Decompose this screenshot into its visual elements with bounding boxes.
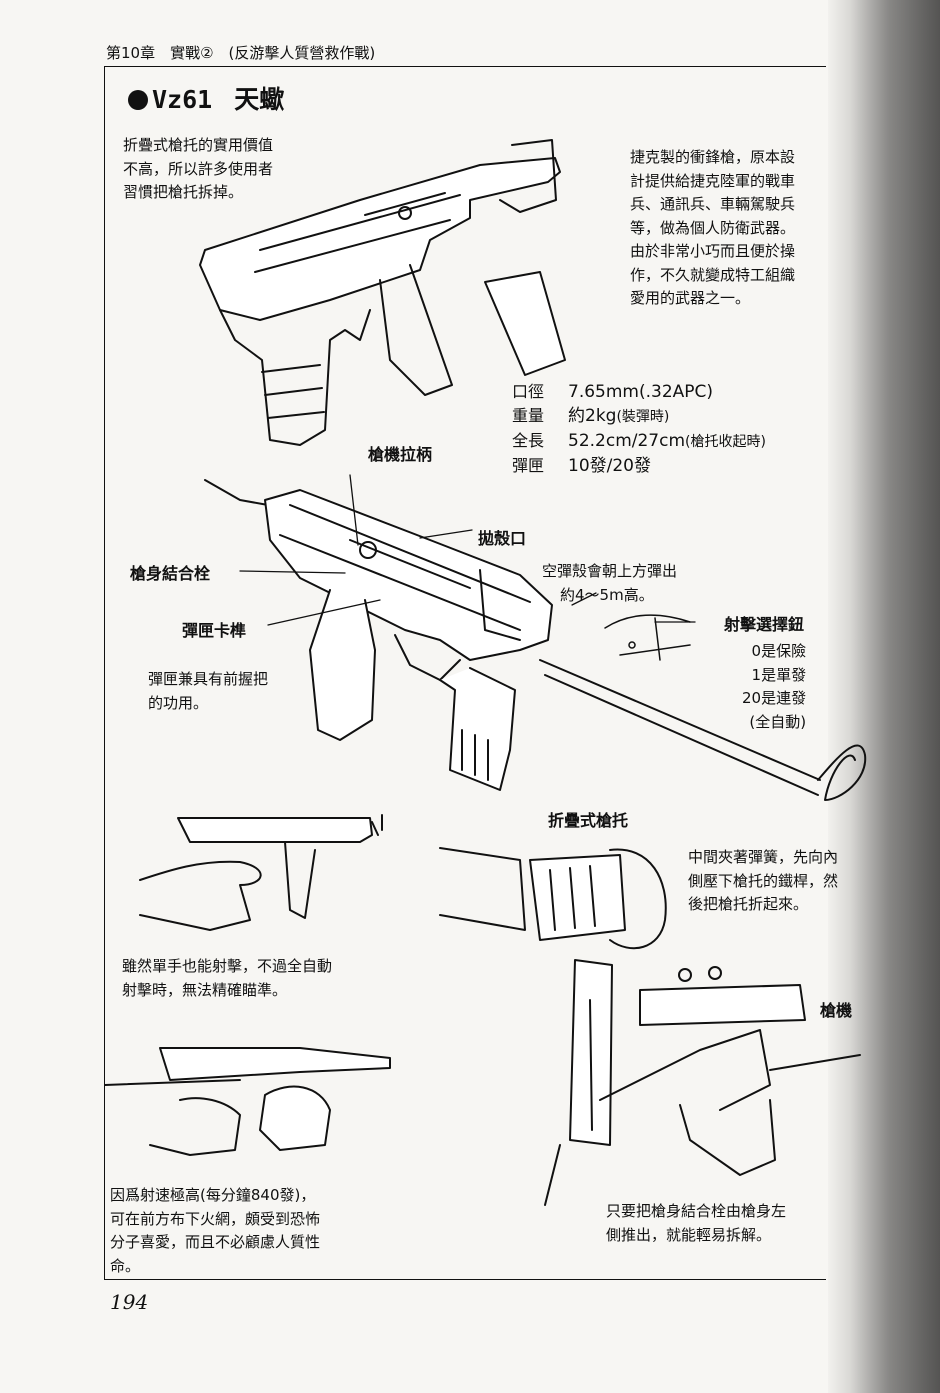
mag-note: 彈匣兼具有前握把 的功用。 <box>148 668 268 715</box>
spec-sub: (槍托收起時) <box>685 434 766 450</box>
stock-fold-note: 中間夾著彈簧，先向內 側壓下槍托的鐵桿，然 後把槍托折起來。 <box>688 846 838 917</box>
page-number: 194 <box>110 1290 149 1314</box>
text-line: 兵、通訊兵、車輛駕駛兵 <box>630 195 796 213</box>
intro-text: 捷克製的衝鋒槍，原本設 計提供給捷克陸軍的戰車 兵、通訊兵、車輛駕駛兵 等，做為… <box>630 146 795 311</box>
chapter-header: 第10章 實戰② (反游擊人質營救作戰) <box>106 44 376 62</box>
selector-modes: 0是保險 1是單發 20是連發 (全自動) <box>742 640 806 734</box>
one-hand-note: 雖然單手也能射擊，不過全自動 射擊時，無法精確瞄準。 <box>122 955 332 1002</box>
text-line: 約4～5m高。 <box>560 585 654 604</box>
disassembly-illustration <box>544 959 861 1206</box>
label-body-pin: 槍身結合栓 <box>130 564 211 583</box>
spec-row: 全長 52.2cm/27cm(槍托收起時) <box>512 429 766 454</box>
text-line: 1是單發 <box>751 665 807 684</box>
weapon-title: Vz61 天蠍 <box>128 80 284 116</box>
gun-illustration-top <box>199 139 566 446</box>
text-line: 折疊式槍托的實用價值 <box>123 136 274 154</box>
text-line: 可在前方布下火網，頗受到恐怖 <box>110 1209 321 1228</box>
spec-row: 口徑 7.65mm(.32APC) <box>512 380 766 404</box>
spec-key: 重量 <box>512 406 545 425</box>
eject-note: 空彈殼會朝上方彈出 約4～5m高。 <box>542 560 677 607</box>
text-line: 命。 <box>110 1256 141 1275</box>
text-line: 後把槍托折起來。 <box>688 895 809 913</box>
page-curl-shadow <box>850 0 940 1393</box>
text-line: 0是保險 <box>751 642 807 660</box>
spec-value: 52.2cm/27cm <box>568 431 686 451</box>
text-line: 只要把槍身結合栓由槍身左 <box>606 1202 787 1220</box>
label-ejection-port: 拋殼口 <box>478 529 527 548</box>
label-folding-stock: 折疊式槍托 <box>548 811 629 830</box>
label-fire-selector: 射擊選擇鈕 <box>724 615 805 634</box>
spec-key: 彈匣 <box>512 456 545 475</box>
text-line: 作，不久就變成特工組織 <box>630 265 796 284</box>
text-line: 等，做為個人防衛武器。 <box>630 218 796 237</box>
spec-table: 口徑 7.65mm(.32APC) 重量 約2kg(裝彈時) 全長 52.2cm/27… <box>512 380 766 478</box>
disassembly-note: 只要把槍身結合栓由槍身左 側推出，就能輕易拆解。 <box>606 1200 786 1247</box>
spec-key: 全長 <box>512 431 545 450</box>
text-line: 的功用。 <box>148 693 209 712</box>
rate-note: 因爲射速極高(每分鐘840發)， 可在前方布下火網，頗受到恐怖 分子喜愛，而且不… <box>110 1184 320 1278</box>
weapon-name: 天蠍 <box>234 85 285 114</box>
text-line: 空彈殼會朝上方彈出 <box>542 562 678 580</box>
text-line: 不高，所以許多使用者 <box>123 159 274 178</box>
text-line: 雖然單手也能射擊，不過全自動 <box>122 957 333 975</box>
text-line: 愛用的武器之一。 <box>630 289 751 307</box>
fire-selector-detail <box>604 614 691 661</box>
text-line: 分子喜愛，而且不必顧慮人質性 <box>110 1233 321 1251</box>
bullet-dot-icon <box>128 90 148 110</box>
spec-value: 約2kg <box>568 406 617 426</box>
one-hand-illustration <box>139 814 383 931</box>
folding-stock-illustration <box>439 847 667 950</box>
spec-row: 彈匣 10發/20發 <box>512 454 766 478</box>
page-frame <box>104 66 826 1280</box>
text-line: 計提供給捷克陸軍的戰車 <box>630 171 796 190</box>
text-line: 中間夾著彈簧，先向內 <box>688 848 839 866</box>
text-line: 彈匣兼具有前握把 <box>148 670 269 688</box>
stock-note: 折疊式槍托的實用價值 不高，所以許多使用者 習慣把槍托拆掉。 <box>123 134 273 205</box>
label-mag-catch: 彈匣卡榫 <box>182 621 247 640</box>
spec-value: 7.65mm(.32APC) <box>568 382 714 402</box>
weapon-code: Vz61 <box>152 85 213 114</box>
two-hand-illustration <box>104 1047 391 1156</box>
text-line: 習慣把槍托拆掉。 <box>123 183 244 201</box>
text-line: 側推出，就能輕易拆解。 <box>606 1225 772 1244</box>
page-spine-shadow <box>828 0 940 1393</box>
text-line: 側壓下槍托的鐵桿，然 <box>688 871 839 890</box>
text-line: 捷克製的衝鋒槍，原本設 <box>630 148 796 166</box>
text-line: 由於非常小巧而且便於操 <box>630 242 796 260</box>
text-line: 20是連發 <box>742 689 807 707</box>
text-line: 因爲射速極高(每分鐘840發)， <box>110 1186 316 1204</box>
spec-key: 口徑 <box>512 382 545 401</box>
spec-sub: (裝彈時) <box>616 409 670 425</box>
spec-value: 10發/20發 <box>568 456 651 476</box>
leader-lines <box>239 474 696 626</box>
gun-illustration-main <box>204 479 867 801</box>
label-bolt: 槍機 <box>820 1001 853 1020</box>
text-line: (全自動) <box>749 712 807 731</box>
label-charging-handle: 槍機拉柄 <box>368 445 433 464</box>
text-line: 射擊時，無法精確瞄準。 <box>122 980 288 999</box>
spec-row: 重量 約2kg(裝彈時) <box>512 404 766 429</box>
